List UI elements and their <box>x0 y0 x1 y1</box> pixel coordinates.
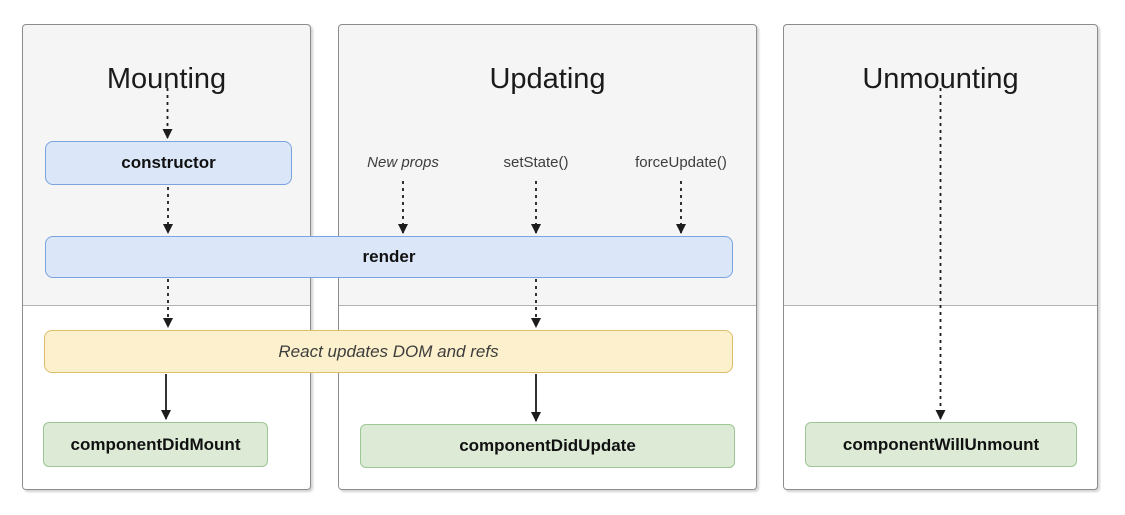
panel-title-mounting: Mounting <box>106 63 227 95</box>
component-did-update-box[interactable]: componentDidUpdate <box>360 424 735 468</box>
render-box[interactable]: render <box>45 236 733 278</box>
panel-title-updating: Updating <box>489 63 606 95</box>
trigger-new-props: New props <box>367 154 439 171</box>
constructor-box[interactable]: constructor <box>45 141 292 185</box>
component-did-mount-box[interactable]: componentDidMount <box>43 422 268 467</box>
react-updates-dom-box: React updates DOM and refs <box>44 330 733 373</box>
trigger-setstate: setState() <box>503 154 569 171</box>
trigger-forceupdate: forceUpdate() <box>635 154 727 171</box>
component-will-unmount-box[interactable]: componentWillUnmount <box>805 422 1077 467</box>
